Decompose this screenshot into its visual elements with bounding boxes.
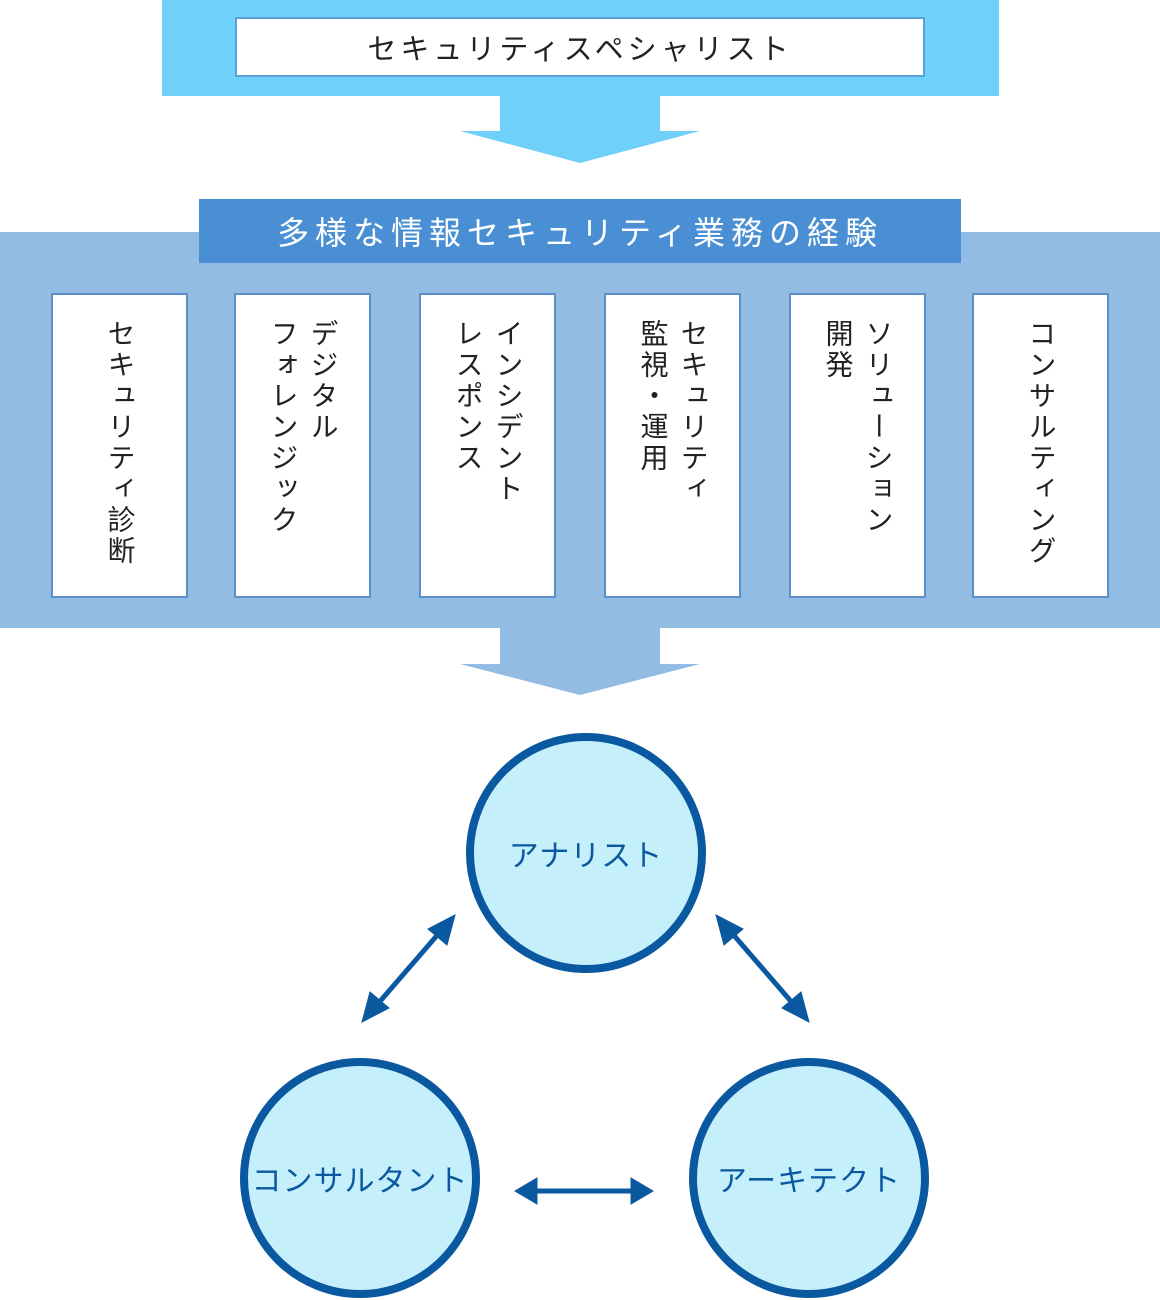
role-analyst: アナリスト <box>466 733 706 973</box>
card-label-line: 監視・運用 <box>636 319 670 474</box>
arrow-analyst-consultant <box>361 914 456 1023</box>
arrow-analyst-architect <box>715 914 810 1023</box>
card-label-line: コンサルティング <box>1024 319 1058 567</box>
experience-band <box>0 232 1160 628</box>
specialist-title: セキュリティスペシャリスト <box>235 17 925 77</box>
card-label-line: デジタル <box>306 319 340 443</box>
down-arrow-2 <box>460 628 700 695</box>
card-label-line: レスポンス <box>451 319 485 474</box>
card-digital-forensics: デジタル フォレンジック <box>234 293 371 598</box>
card-label-line: セキュリティ <box>676 319 710 505</box>
card-security-monitoring: セキュリティ 監視・運用 <box>604 293 741 598</box>
card-label-line: ソリューション <box>861 319 895 536</box>
role-architect-label: アーキテクト <box>716 1164 902 1199</box>
card-consulting: コンサルティング <box>972 293 1109 598</box>
role-analyst-label: アナリスト <box>508 839 664 874</box>
arrow-consultant-architect <box>514 1177 654 1205</box>
experience-title: 多様な情報セキュリティ業務の経験 <box>199 199 961 263</box>
card-incident-response: インシデント レスポンス <box>419 293 556 598</box>
card-solution-development: ソリューション 開発 <box>789 293 926 598</box>
card-label-line: インシデント <box>491 319 525 505</box>
role-consultant-label: コンサルタント <box>251 1164 469 1199</box>
card-security-assessment: セキュリティ診断 <box>51 293 188 598</box>
card-label-line: 開発 <box>821 319 855 381</box>
card-label-line: セキュリティ診断 <box>103 319 137 567</box>
card-label-line: フォレンジック <box>266 319 300 536</box>
role-consultant: コンサルタント <box>240 1058 480 1298</box>
down-arrow-1 <box>460 96 700 163</box>
role-architect: アーキテクト <box>689 1058 929 1298</box>
